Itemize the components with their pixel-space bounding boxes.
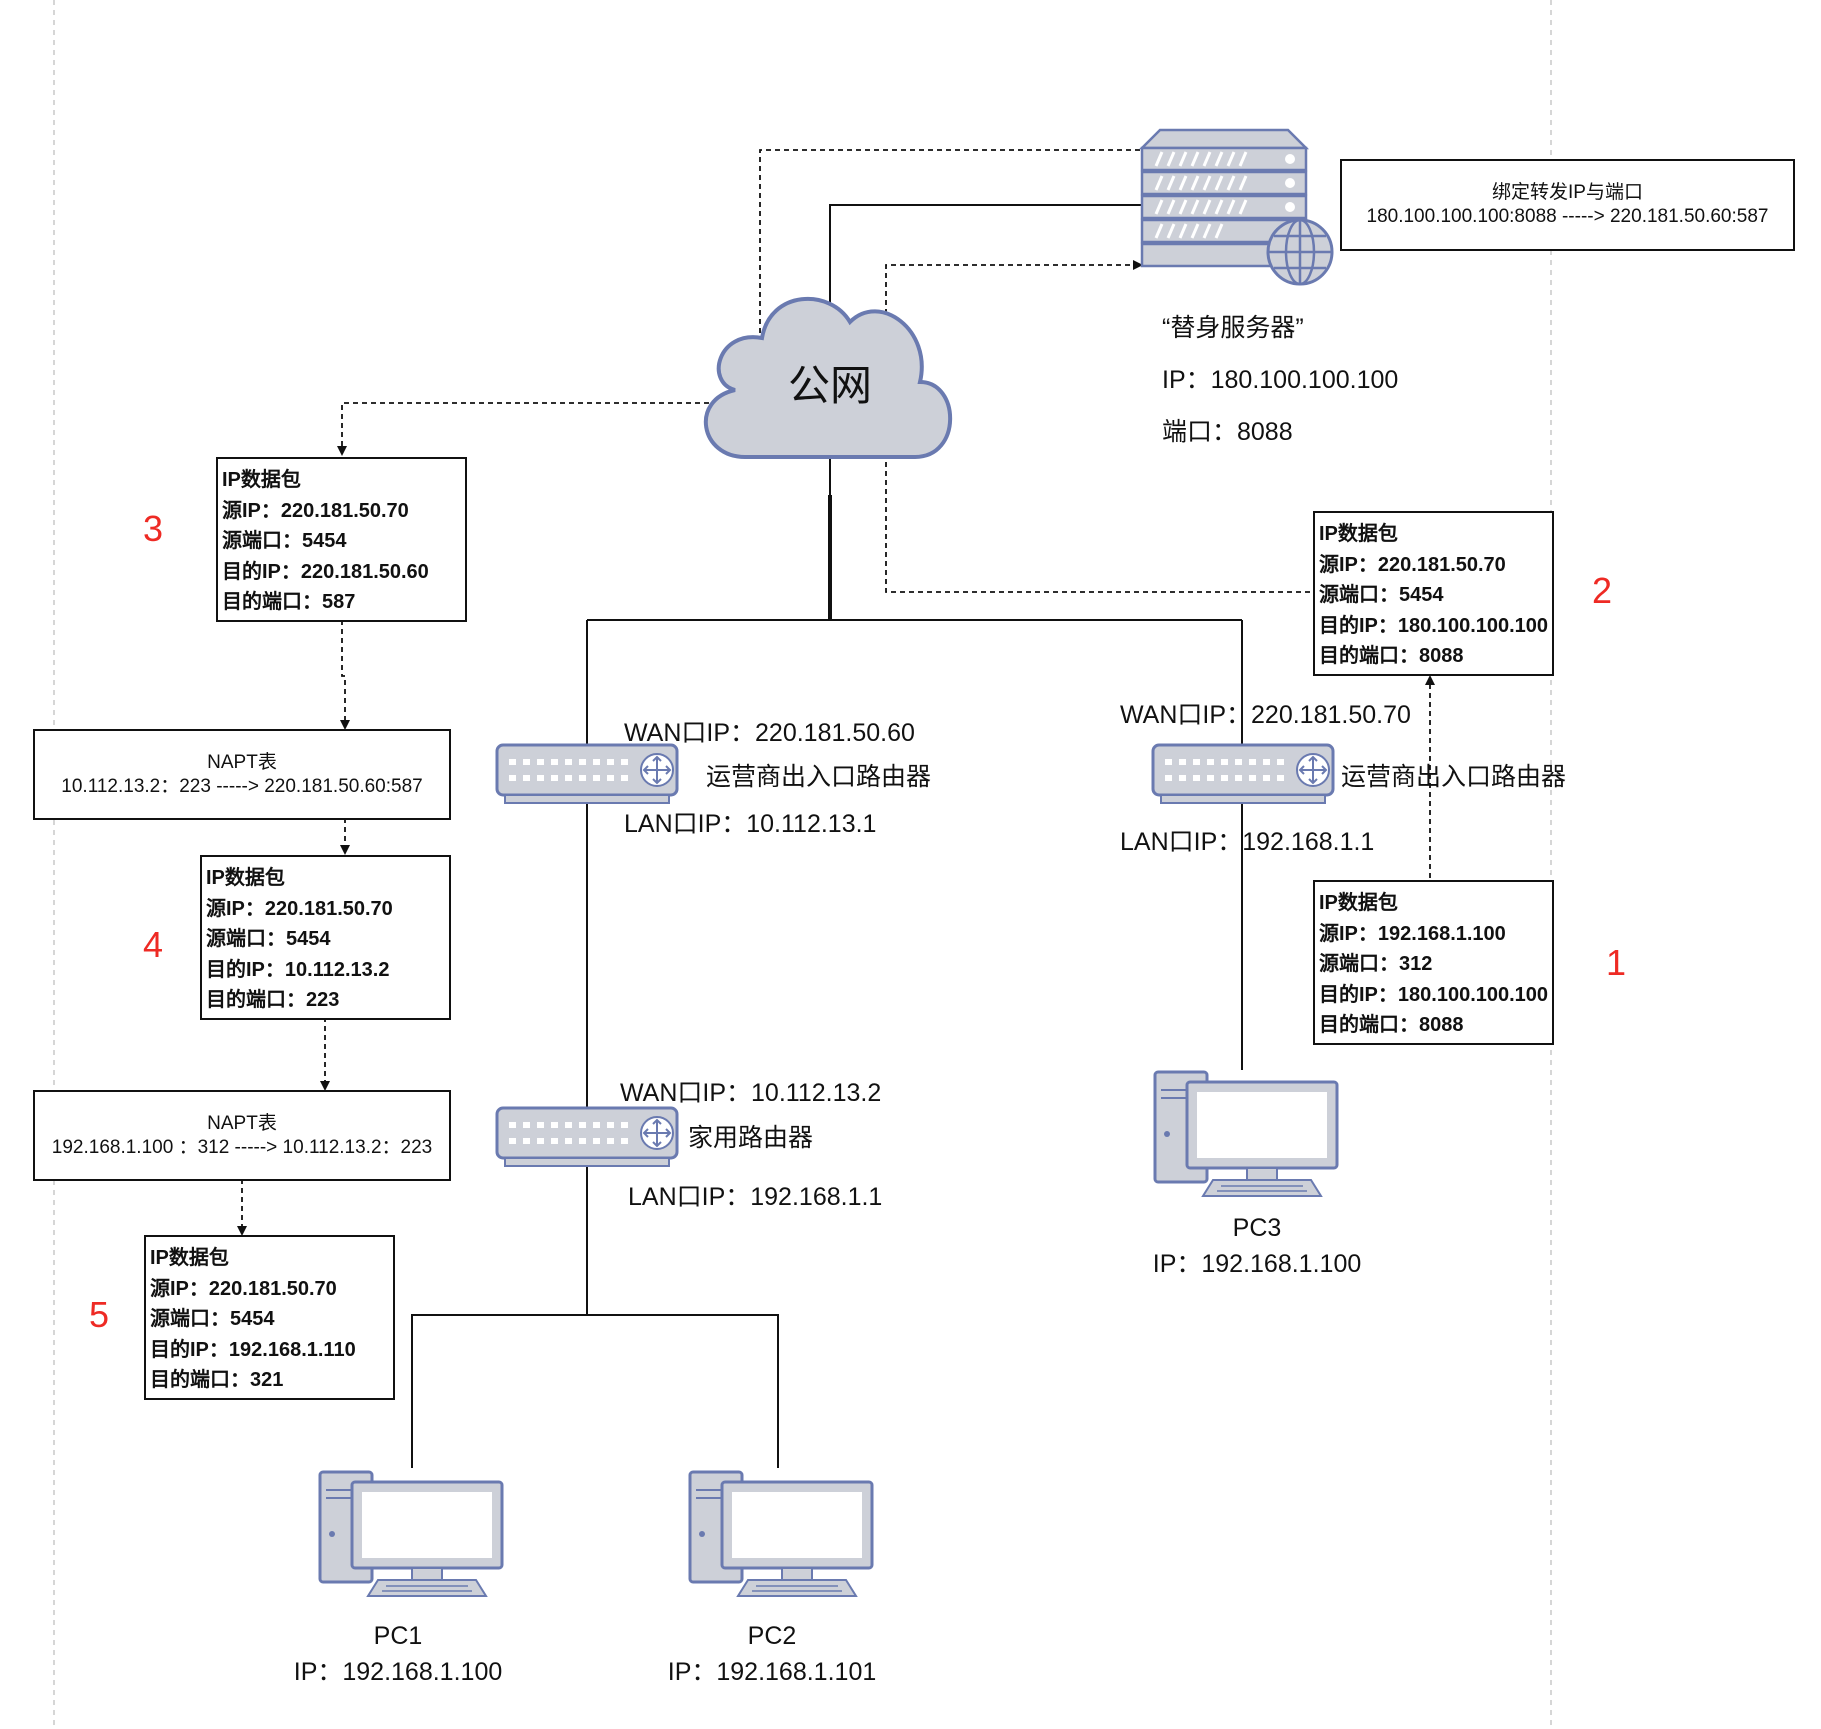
bind-forward-title: 绑定转发IP与端口 <box>1492 182 1643 203</box>
packet-src-port: 源端口：5454 <box>1319 584 1444 606</box>
napt-mapping: 10.112.13.2：223 -----> 220.181.50.60:587 <box>61 775 423 797</box>
ip-packet-2: IP数据包 源IP：220.181.50.70 源端口：5454 目的IP：18… <box>1313 511 1554 676</box>
pc2-icon <box>688 1470 874 1598</box>
router-right-isp-lan: LAN口IP：192.168.1.1 <box>1120 828 1375 856</box>
step-number-2: 2 <box>1592 570 1613 611</box>
packet-title: IP数据包 <box>150 1247 229 1269</box>
router-right-isp-icon <box>1151 743 1335 805</box>
packet-dst-ip: 目的IP：180.100.100.100 <box>1319 614 1549 637</box>
pc1-name: PC1 <box>373 1622 423 1650</box>
router-right-isp-wan: WAN口IP：220.181.50.70 <box>1120 701 1411 729</box>
pc3-icon <box>1153 1070 1339 1198</box>
napt-mapping: 192.168.1.100 ：312 -----> 10.112.13.2：22… <box>51 1136 433 1158</box>
napt-table-1: NAPT表 10.112.13.2：223 -----> 220.181.50.… <box>33 729 451 820</box>
packet-src-port: 源端口：5454 <box>206 928 331 950</box>
napt-title: NAPT表 <box>207 751 277 773</box>
ip-packet-4: IP数据包 源IP：220.181.50.70 源端口：5454 目的IP：10… <box>200 855 451 1020</box>
packet-title: IP数据包 <box>222 469 301 491</box>
server-ip: IP：180.100.100.100 <box>1162 366 1399 394</box>
arrow-p3-to-napt1 <box>340 620 350 730</box>
router-home-lan: LAN口IP：192.168.1.1 <box>628 1183 883 1211</box>
packet-title: IP数据包 <box>1319 892 1398 914</box>
step-number-4: 4 <box>143 924 164 965</box>
step-number-3: 3 <box>143 508 164 549</box>
server-port: 端口：8088 <box>1162 418 1293 446</box>
bind-forward-box: 绑定转发IP与端口 180.100.100.100:8088 -----> 22… <box>1340 159 1795 251</box>
server-name: “替身服务器” <box>1162 314 1304 342</box>
packet-dst-port: 目的端口：8088 <box>1319 1014 1464 1036</box>
packet-src-ip: 源IP：220.181.50.70 <box>222 499 409 522</box>
router-left-isp-icon <box>495 743 679 805</box>
ip-packet-5: IP数据包 源IP：220.181.50.70 源端口：5454 目的IP：19… <box>144 1235 395 1400</box>
packet-dst-ip: 目的IP：192.168.1.110 <box>150 1338 356 1361</box>
server-icon <box>1138 128 1334 286</box>
router-right-isp-name: 运营商出入口路由器 <box>1341 763 1567 791</box>
packet-dst-port: 目的端口：321 <box>150 1369 284 1391</box>
ip-packet-3: IP数据包 源IP：220.181.50.70 源端口：5454 目的IP：22… <box>216 457 467 622</box>
packet-dst-port: 目的端口：223 <box>206 989 340 1011</box>
cloud-icon <box>703 296 953 459</box>
router-home-name: 家用路由器 <box>688 1124 814 1152</box>
router-left-isp-lan: LAN口IP：10.112.13.1 <box>624 810 877 838</box>
packet-title: IP数据包 <box>206 867 285 889</box>
bind-forward-mapping: 180.100.100.100:8088 -----> 220.181.50.6… <box>1366 206 1769 227</box>
packet-title: IP数据包 <box>1319 523 1398 545</box>
pc3-name: PC3 <box>1232 1214 1282 1242</box>
link-to-pcs <box>411 1314 779 1468</box>
packet-src-ip: 源IP：220.181.50.70 <box>206 897 393 920</box>
step-number-1: 1 <box>1606 942 1627 983</box>
pc3-ip: IP：192.168.1.100 <box>1152 1250 1362 1278</box>
pc1-ip: IP：192.168.1.100 <box>293 1658 503 1686</box>
packet-src-port: 源端口：312 <box>1319 953 1433 975</box>
network-links <box>411 204 1243 1468</box>
packet-dst-ip: 目的IP：220.181.50.60 <box>222 560 429 583</box>
router-left-isp-wan: WAN口IP：220.181.50.60 <box>624 719 915 747</box>
packet-dst-ip: 目的IP：10.112.13.2 <box>206 958 390 981</box>
cloud-label: 公网 <box>788 362 873 409</box>
packet-dst-port: 目的端口：8088 <box>1319 645 1464 667</box>
napt-title: NAPT表 <box>207 1112 277 1134</box>
pc1-icon <box>318 1470 504 1598</box>
packet-dst-port: 目的端口：587 <box>222 591 356 613</box>
router-home-icon <box>495 1106 679 1168</box>
packet-src-port: 源端口：5454 <box>222 530 347 552</box>
router-home-wan: WAN口IP：10.112.13.2 <box>620 1079 882 1107</box>
packet-src-port: 源端口：5454 <box>150 1308 275 1330</box>
packet-src-ip: 源IP：220.181.50.70 <box>1319 553 1506 576</box>
step-number-5: 5 <box>89 1294 110 1335</box>
packet-src-ip: 源IP：220.181.50.70 <box>150 1277 337 1300</box>
ip-packet-1: IP数据包 源IP：192.168.1.100 源端口：312 目的IP：180… <box>1313 880 1554 1045</box>
napt-table-2: NAPT表 192.168.1.100 ：312 -----> 10.112.1… <box>33 1090 451 1181</box>
server-to-cloud-link <box>829 204 1143 330</box>
pc2-ip: IP：192.168.1.101 <box>667 1658 877 1686</box>
router-left-isp-name: 运营商出入口路由器 <box>706 763 932 791</box>
packet-src-ip: 源IP：192.168.1.100 <box>1319 922 1506 945</box>
pc2-name: PC2 <box>747 1622 797 1650</box>
packet-dst-ip: 目的IP：180.100.100.100 <box>1319 983 1549 1006</box>
